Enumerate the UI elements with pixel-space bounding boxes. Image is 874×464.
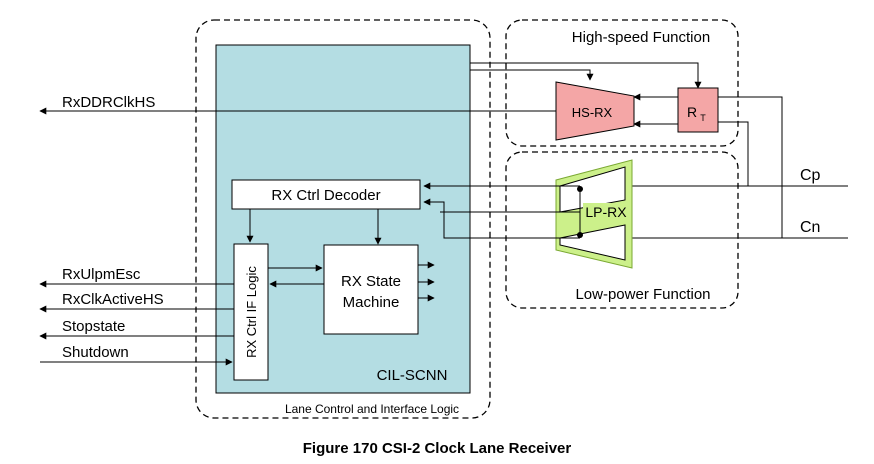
cil-scnn-label: CIL-SCNN [377, 367, 448, 384]
lane-control-region [195, 19, 491, 419]
stopstate-label: Stopstate [62, 318, 125, 335]
lp-rx-junction-top [577, 186, 583, 192]
rt-label: R [687, 104, 697, 120]
lp-rx-lower-buffer [559, 224, 626, 261]
cp-label: Cp [800, 167, 821, 184]
lp-n-to-decoder [423, 198, 580, 239]
lane-control-region-label: Lane Control and Interface Logic [285, 402, 459, 416]
high-speed-region [505, 19, 739, 147]
rx-state-machine-label-line1: RX State [341, 273, 401, 290]
figure-caption: Figure 170 CSI-2 Clock Lane Receiver [303, 440, 572, 457]
rt-subscript: T [700, 113, 706, 123]
rx-ctrl-if-logic-block [233, 243, 269, 381]
high-speed-region-label: High-speed Function [572, 29, 710, 46]
lp-rx-label: LP-RX [585, 204, 627, 220]
rx-ddr-clk-hs-label: RxDDRClkHS [62, 94, 155, 111]
rx-ulpm-esc-label: RxUlpmEsc [62, 266, 141, 283]
rx-state-machine-label-line2: Machine [343, 294, 400, 311]
rx-ctrl-decoder-label: RX Ctrl Decoder [271, 187, 380, 204]
cn-label: Cn [800, 219, 820, 236]
rx-state-machine-block [323, 244, 419, 335]
termination-resistor-block [677, 87, 719, 133]
rt-to-cn-wire [718, 96, 783, 238]
low-power-region-label: Low-power Function [575, 286, 710, 303]
rt-to-cp-wire [718, 121, 749, 186]
shutdown-label: Shutdown [62, 344, 129, 361]
lp-rx-upper-buffer [559, 166, 626, 213]
rx-ctrl-decoder-block [231, 179, 421, 210]
hs-rx-label: HS-RX [572, 105, 613, 120]
rx-clk-active-hs-label: RxClkActiveHS [62, 291, 164, 308]
hs-enable-wire-rt [470, 62, 702, 89]
lp-rx-label-bg [583, 203, 631, 221]
lp-rx-junction-bottom [577, 232, 583, 238]
hs-enable-wire-hsrx [470, 69, 594, 81]
rx-ctrl-if-logic-label: RX Ctrl IF Logic [244, 266, 259, 358]
low-power-region [505, 151, 739, 309]
hs-rx-block [555, 81, 635, 141]
